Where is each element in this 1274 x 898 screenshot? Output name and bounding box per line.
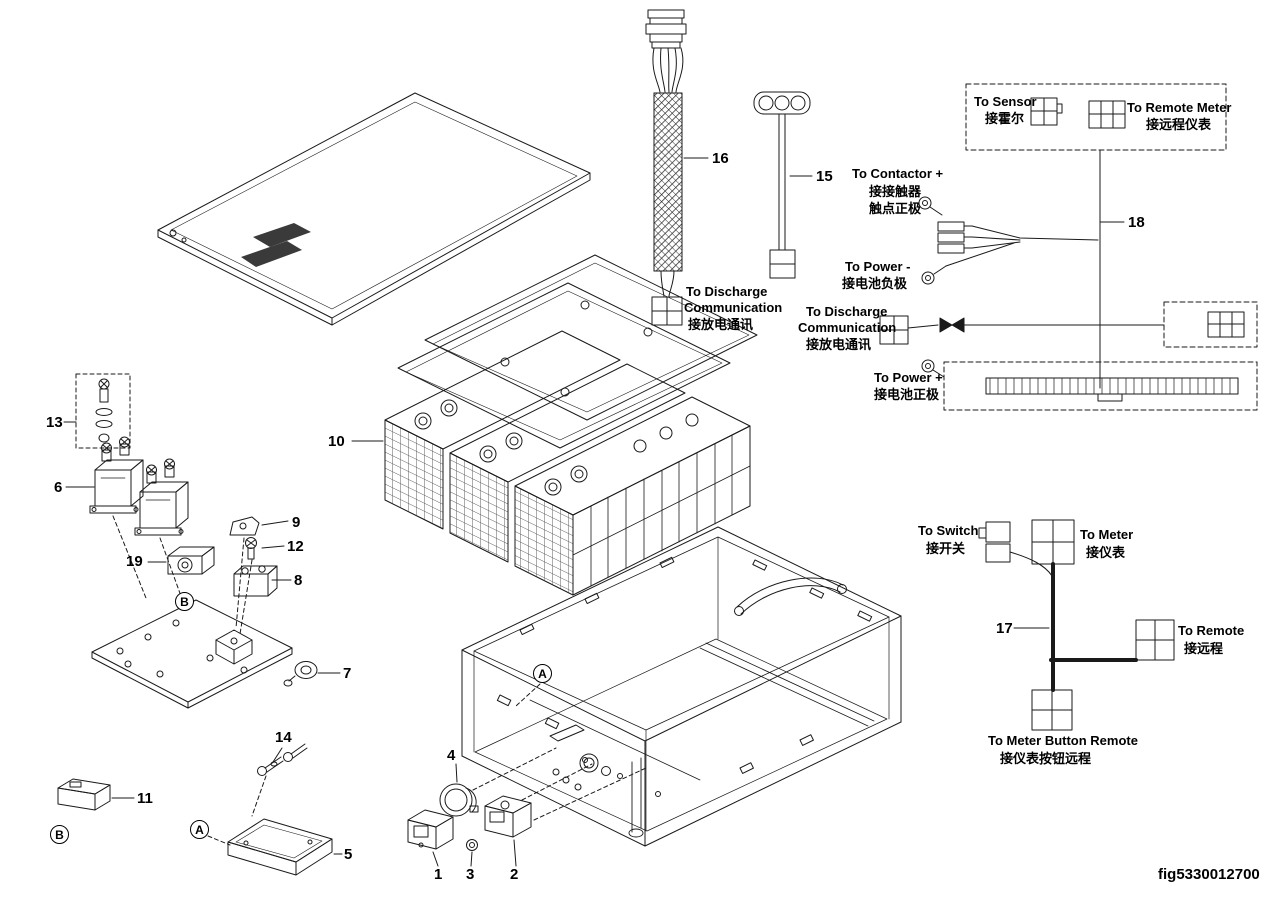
h17-switch-zh: 接开关 (926, 541, 966, 556)
screws-14-drawing (251, 743, 308, 817)
part-label-3: 3 (466, 866, 475, 883)
h18-power-minus-en: To Power - (845, 259, 911, 274)
h17-meter-button-zh: 接仪表按钮远程 (1000, 751, 1092, 766)
part-label-16: 16 (712, 150, 729, 167)
h18-power-plus-en: To Power + (874, 370, 943, 385)
h18-power-minus-zh: 接电池负极 (842, 276, 908, 291)
cable16-label-en2: Communication (684, 300, 783, 315)
h18-sensor-en: To Sensor (974, 94, 1037, 109)
h17-meter-button-en: To Meter Button Remote (988, 733, 1138, 748)
h18-sensor-zh: 接霍尔 (985, 111, 1025, 126)
part-label-17: 17 (996, 620, 1013, 637)
h17-remote-en: To Remote (1178, 623, 1245, 638)
figure-id: fig5330012700 (1158, 866, 1260, 883)
h18-contactor-en: To Contactor + (852, 166, 944, 181)
gauge-4-drawing (439, 763, 479, 817)
h17-meter-zh: 接仪表 (1086, 545, 1126, 560)
h18-remote-meter-zh: 接远程仪表 (1146, 117, 1212, 132)
ecu-11-drawing (57, 778, 135, 811)
connector-1-drawing (407, 809, 454, 867)
callout-a-board: A (190, 820, 209, 839)
h18-power-plus-zh: 接电池正极 (874, 387, 940, 402)
part-label-4: 4 (447, 747, 456, 764)
part-label-13: 13 (46, 414, 63, 431)
part-label-11: 11 (137, 790, 153, 807)
h17-switch-en: To Switch (918, 523, 979, 538)
callout-b-plate: B (175, 592, 194, 611)
part-label-2: 2 (510, 866, 519, 883)
sensor-15-drawing (753, 91, 813, 279)
cable16-label-en1: To Discharge (686, 284, 768, 299)
h17-meter-en: To Meter (1080, 527, 1134, 542)
h18-discharge-zh: 接放电通讯 (806, 337, 872, 352)
battery-box-drawing (461, 526, 902, 847)
part-label-19: 19 (126, 553, 143, 570)
battery-modules-drawing (351, 254, 758, 596)
assembly-construction-lines (472, 747, 647, 821)
part-label-1: 1 (434, 866, 443, 883)
part-label-6: 6 (54, 479, 63, 496)
screw-12-drawing (245, 537, 285, 560)
grommet-7-drawing (283, 661, 341, 687)
cover-warning-label (253, 223, 311, 247)
mounting-plate-drawing (91, 599, 293, 709)
part-label-14: 14 (275, 729, 292, 746)
h18-remote-meter-en: To Remote Meter (1127, 100, 1232, 115)
module-19-drawing (147, 546, 215, 575)
h18-contactor-zh2: 触点正极 (869, 201, 922, 216)
callout-a-box: A (533, 664, 552, 683)
part-label-12: 12 (287, 538, 304, 555)
nut-3-drawing (466, 839, 478, 867)
harness-18-drawing (879, 83, 1258, 411)
h17-remote-zh: 接远程 (1184, 641, 1224, 656)
part-label-18: 18 (1128, 214, 1145, 231)
part-label-10: 10 (328, 433, 345, 450)
contactors-6-drawing (65, 436, 189, 611)
fastener-13-drawing (63, 373, 131, 449)
part-label-9: 9 (292, 514, 301, 531)
bracket-9-drawing (229, 516, 289, 536)
h18-contactor-zh1: 接接触器 (869, 184, 922, 199)
harness-17-drawing (978, 519, 1175, 731)
part-label-7: 7 (343, 665, 352, 682)
part-label-15: 15 (816, 168, 833, 185)
h18-discharge-en2: Communication (798, 320, 897, 335)
fuse-block-8-drawing (233, 537, 292, 635)
cable16-label-zh: 接放电通讯 (688, 317, 754, 332)
discharge-cable-16-drawing (645, 9, 709, 326)
cover-warning-label (241, 241, 302, 267)
bms-board-5-drawing (207, 818, 343, 876)
part-label-8: 8 (294, 572, 303, 589)
connector-2-drawing (484, 795, 532, 867)
cover-panel-drawing (157, 92, 591, 326)
part-label-5: 5 (344, 846, 353, 863)
h18-discharge-en1: To Discharge (806, 304, 888, 319)
callout-b-ecu: B (50, 825, 69, 844)
